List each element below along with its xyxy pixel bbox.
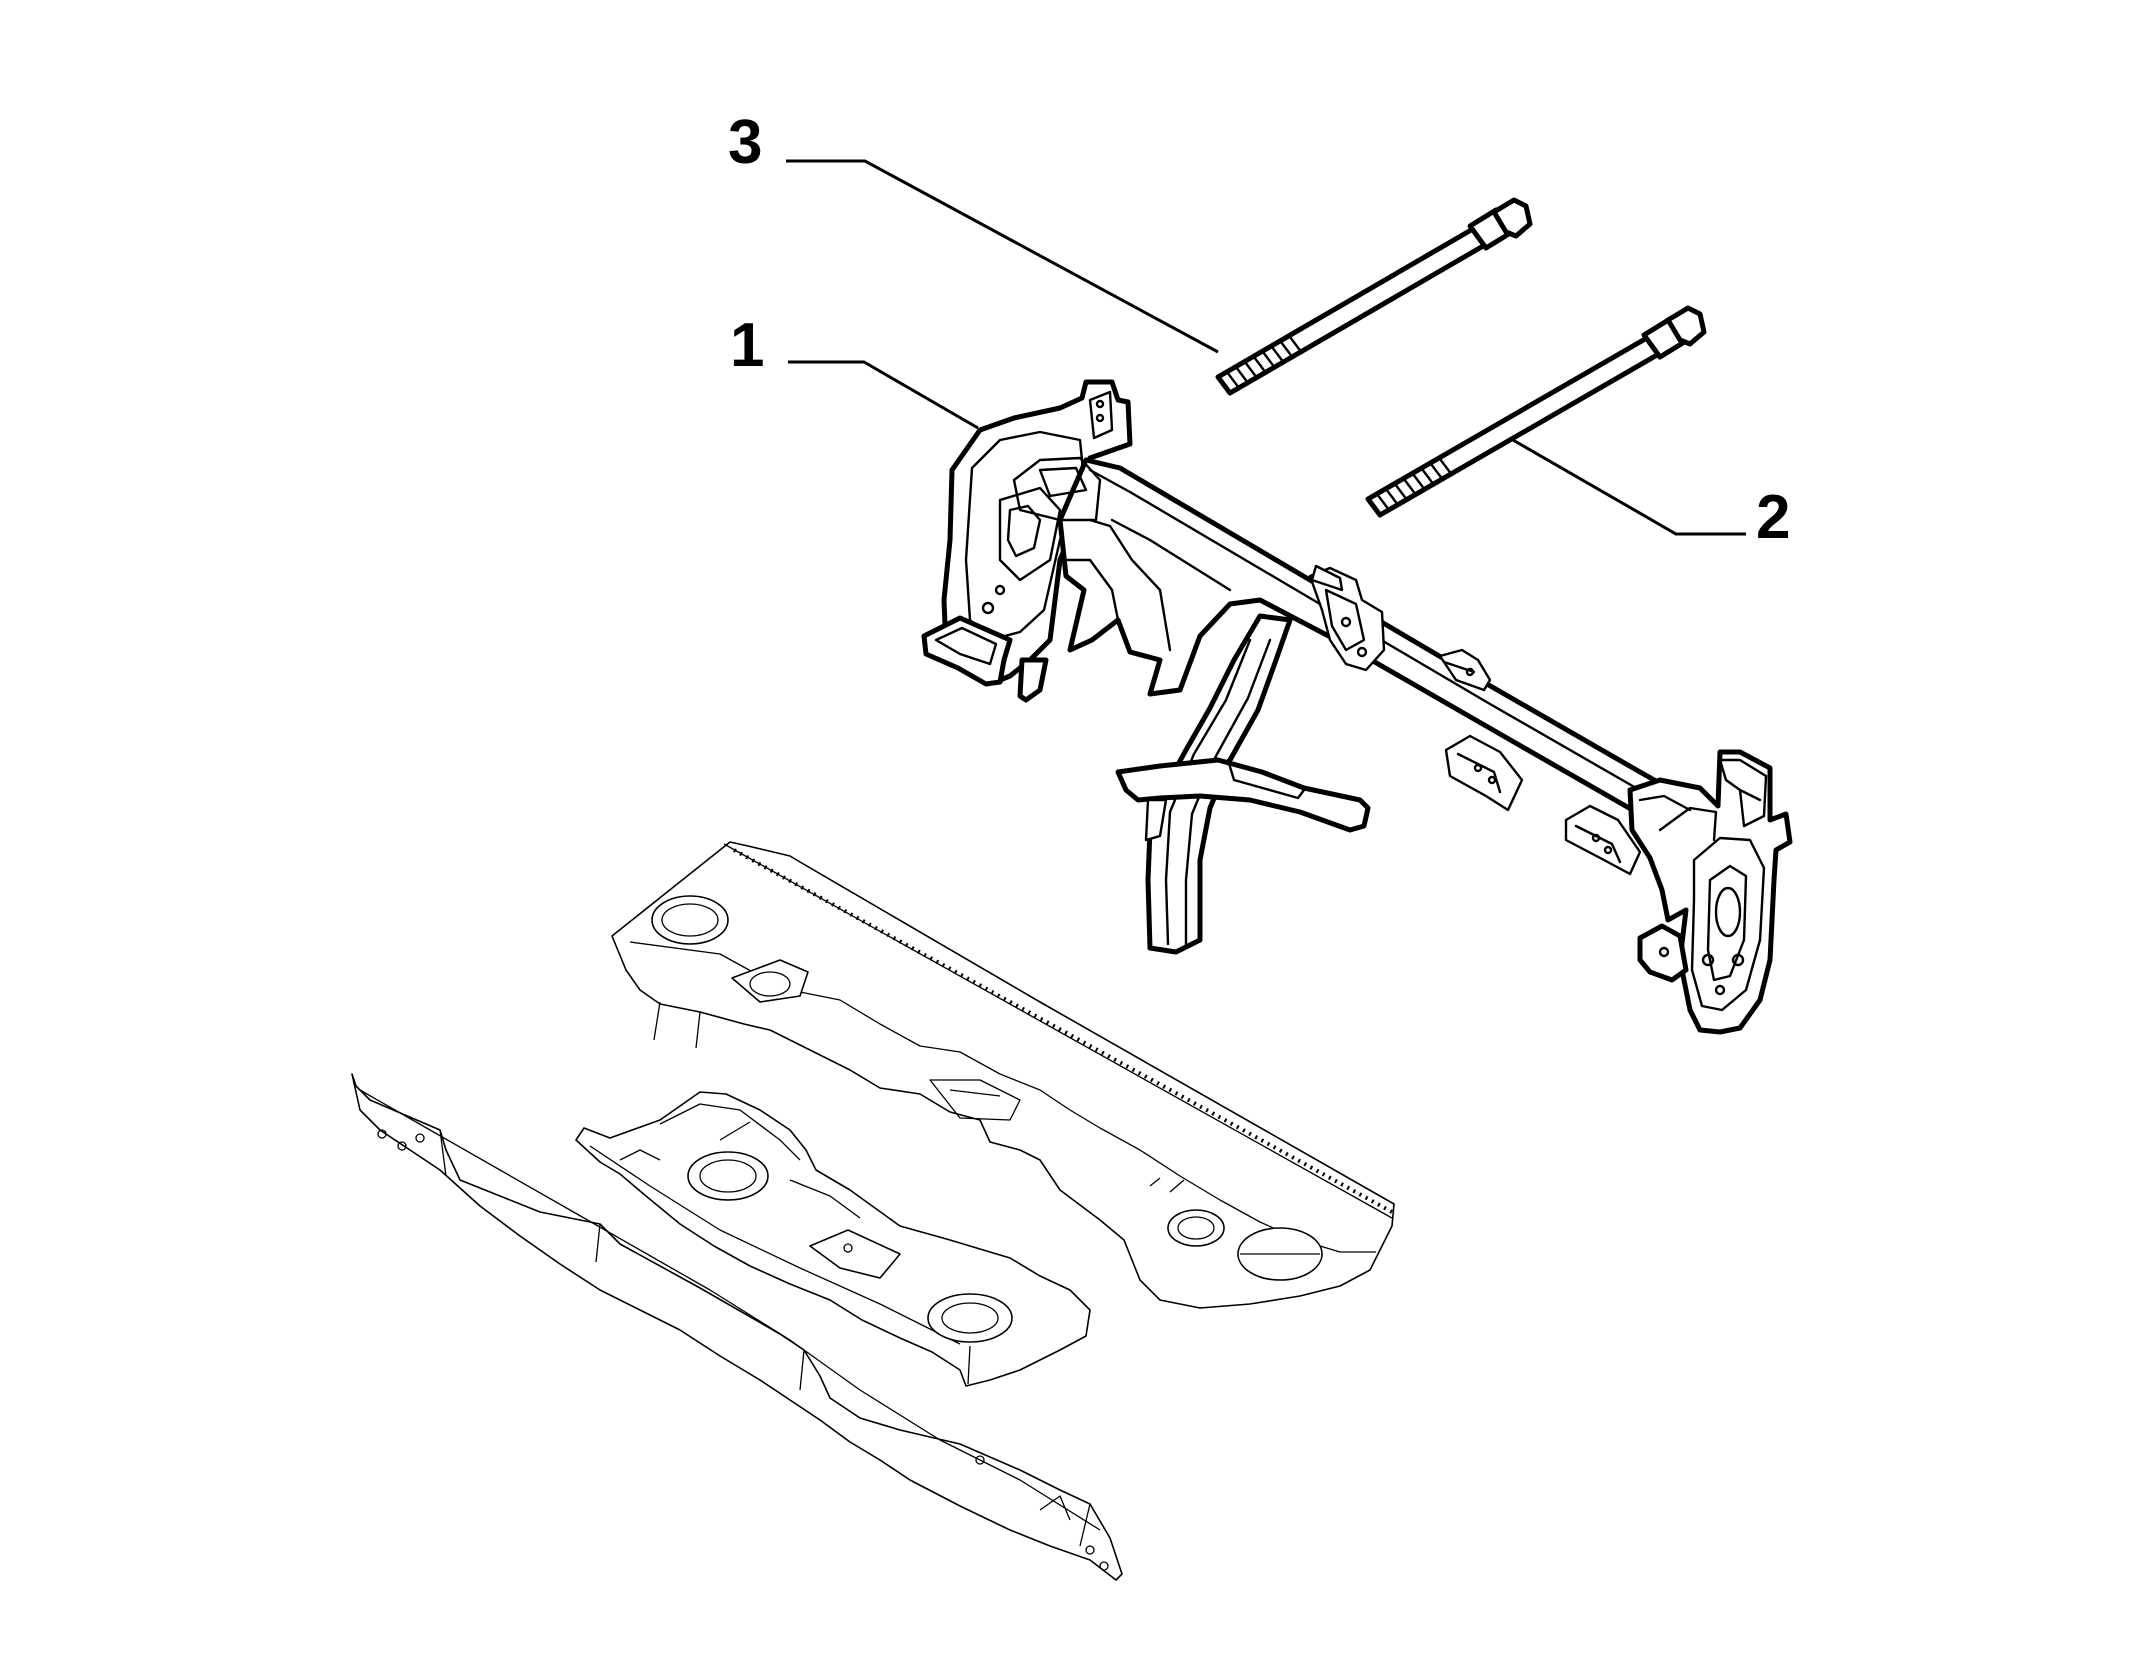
- callout-3-label: 3: [728, 108, 762, 177]
- callout-2-leader: [1512, 438, 1746, 536]
- bolt-upper-thread: [1225, 335, 1304, 390]
- callout-1[interactable]: 1: [730, 311, 979, 430]
- callout-3-leader: [786, 159, 1219, 354]
- bolt-upper-head: [1491, 197, 1533, 239]
- beam-mid-bracket-c: [1444, 734, 1524, 812]
- callout-2-label: 2: [1756, 483, 1790, 552]
- floor-tunnel-panel: [575, 1091, 1091, 1387]
- bolt-lower[interactable]: [1365, 305, 1707, 518]
- bolt-lower-head: [1665, 305, 1707, 347]
- bolt-upper[interactable]: [1215, 197, 1533, 396]
- beam-right-foot: [1637, 923, 1689, 983]
- callout-3[interactable]: 3: [728, 108, 1219, 354]
- bulkhead-panel: [611, 841, 1395, 1309]
- lower-rail-outline: [351, 1073, 1123, 1581]
- bolt-lower-shank: [1365, 332, 1667, 518]
- bolt-lower-thread: [1375, 457, 1454, 512]
- bolt-upper-shank: [1215, 223, 1493, 396]
- beam-left-bracket-inner: [964, 430, 1086, 642]
- beam-right-bracket-loop: [1690, 836, 1766, 1012]
- lower-rail-panel: [351, 1073, 1123, 1581]
- callout-2[interactable]: 2: [1512, 438, 1790, 552]
- cross-member-beam[interactable]: [921, 379, 1793, 1035]
- callout-1-leader: [788, 360, 979, 430]
- callout-1-label: 1: [730, 311, 764, 380]
